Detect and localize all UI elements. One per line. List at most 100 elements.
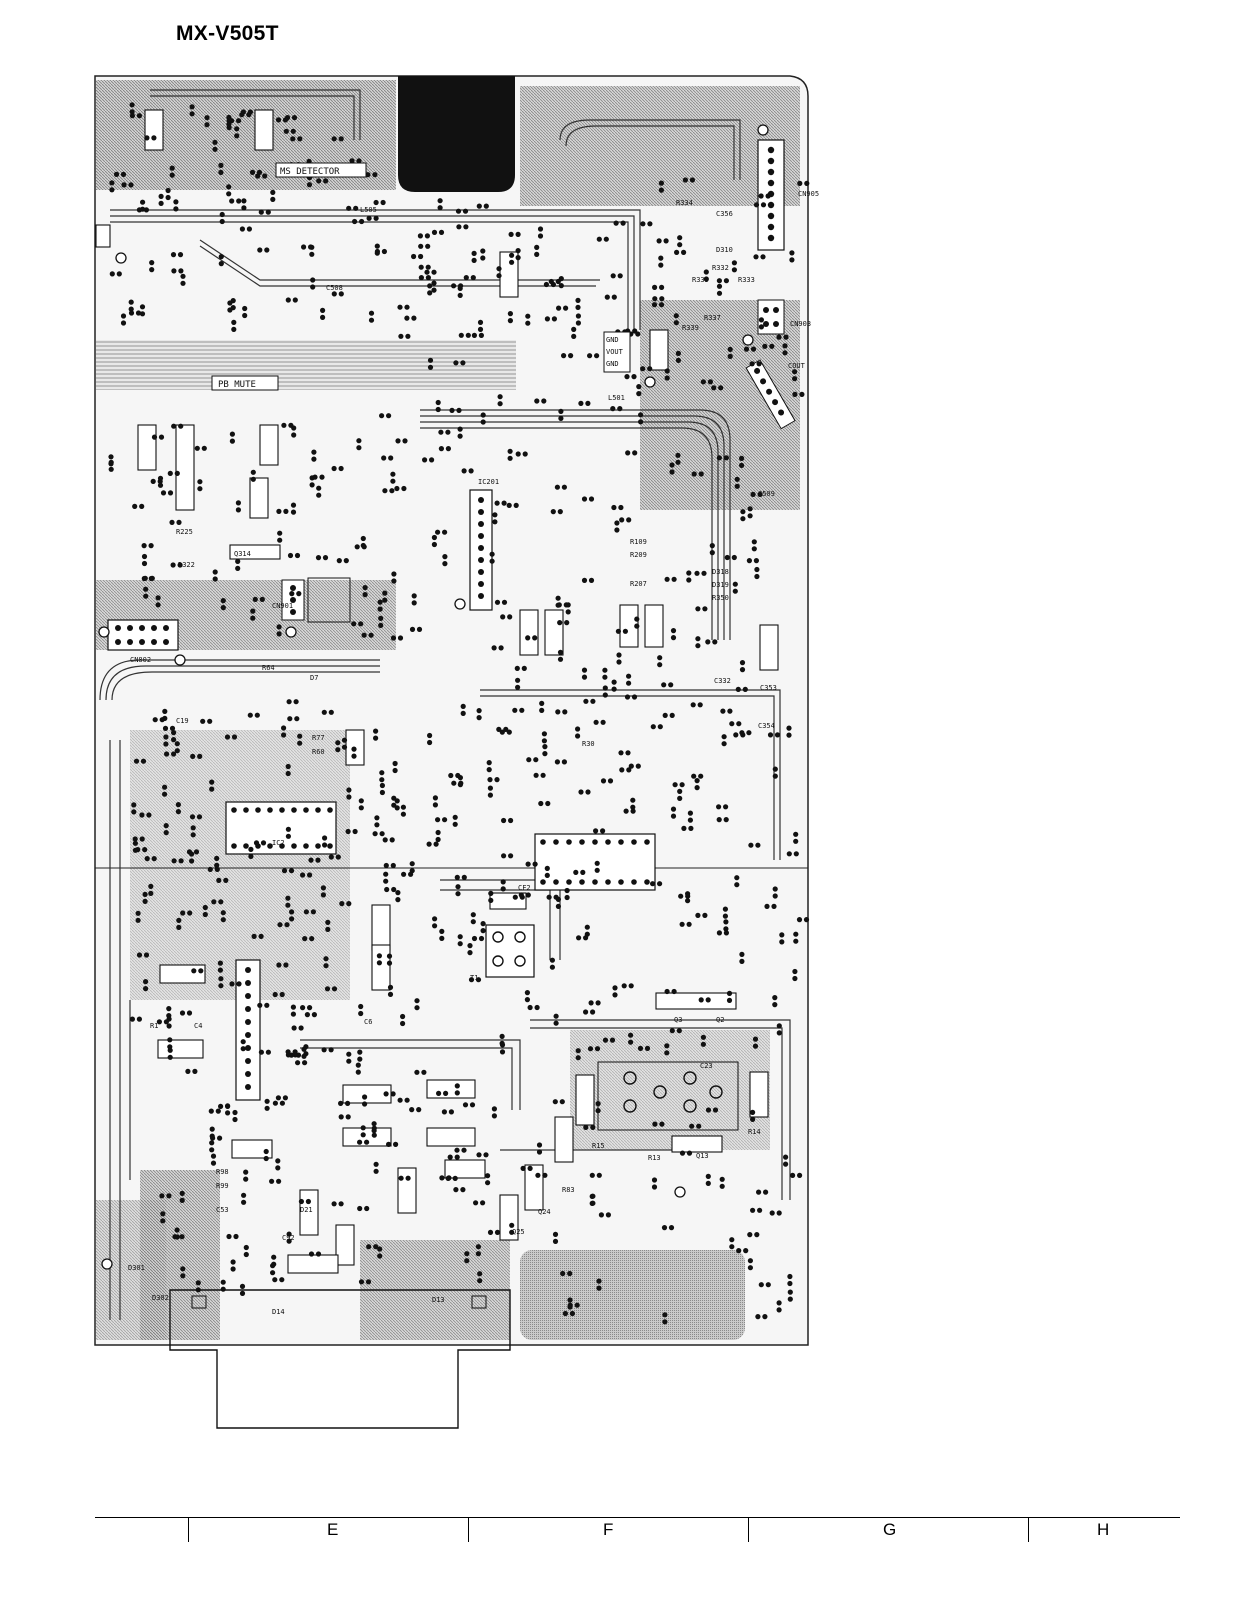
solder-pad-pair xyxy=(269,1178,282,1184)
solder-pad-pair xyxy=(141,553,148,567)
solder-pad-pair xyxy=(786,725,792,738)
solder-pad-pair xyxy=(235,558,241,572)
solder-pad-pair xyxy=(432,916,438,929)
solder-pad-pair xyxy=(670,806,677,819)
solder-pad-pair xyxy=(512,707,525,713)
solder-pad-pair xyxy=(790,1172,803,1178)
solder-pad-pair xyxy=(672,782,685,788)
solder-pad-pair xyxy=(418,264,431,270)
solder-pad-pair xyxy=(189,851,195,864)
grid-letter-h: H xyxy=(1097,1520,1110,1539)
solder-pad-pair xyxy=(698,997,711,1003)
solder-pad-pair xyxy=(217,960,223,973)
solder-pad-pair xyxy=(602,1037,616,1043)
ref-label-d14: D14 xyxy=(272,1308,285,1316)
solder-pad-pair xyxy=(218,976,224,989)
solder-pad-pair xyxy=(422,457,435,463)
solder-pad-pair xyxy=(610,273,623,279)
solder-pad-pair xyxy=(212,139,218,152)
solder-pad-pair xyxy=(621,983,634,989)
solder-pad-pair xyxy=(297,733,303,746)
solder-pad-pair xyxy=(152,717,165,723)
solder-pad-pair xyxy=(557,620,570,626)
solder-pad-pair xyxy=(662,712,675,719)
solder-pad-pair xyxy=(179,1190,185,1203)
solder-pad-pair xyxy=(435,399,441,413)
solder-pad-pair xyxy=(411,253,424,260)
solder-pad-pair xyxy=(241,1192,247,1205)
solder-pad-pair xyxy=(786,851,799,857)
transistor-groups xyxy=(95,109,779,1274)
copper-zone xyxy=(96,1200,166,1340)
solder-pad-pair xyxy=(121,182,134,188)
solder-pad-pair xyxy=(239,112,252,118)
ref-label-cn-out: COUT xyxy=(788,362,806,370)
solder-pad-pair xyxy=(414,1069,427,1075)
solder-pad-pair xyxy=(166,1006,172,1019)
label-box-pb-mute: PB MUTE xyxy=(211,375,279,391)
solder-pad-pair xyxy=(669,462,675,475)
solder-pad-pair xyxy=(499,1042,506,1055)
solder-pad-pair xyxy=(462,1102,476,1108)
ref-label-q13: Q13 xyxy=(696,1152,709,1160)
solder-pad-pair xyxy=(316,485,322,498)
solder-pad-pair xyxy=(762,343,775,349)
solder-pad-pair xyxy=(776,1300,782,1313)
solder-pad-pair xyxy=(418,275,431,281)
solder-pad-pair xyxy=(560,1270,573,1277)
solder-pad-pair xyxy=(782,343,788,356)
solder-pad-pair xyxy=(379,413,392,419)
solder-pad-pair xyxy=(669,1028,682,1034)
solder-pad-pair xyxy=(136,952,150,958)
solder-pad-pair xyxy=(379,770,385,783)
solder-pad-pair xyxy=(312,474,325,480)
solder-pad-pair xyxy=(398,333,411,339)
solder-pad-pair xyxy=(355,1062,361,1075)
solder-pad-pair xyxy=(209,1140,215,1153)
solder-pad-pair xyxy=(682,177,696,183)
solder-pad-pair xyxy=(395,890,401,903)
ref-label-d302: D302 xyxy=(152,1294,169,1302)
solder-pad-pair xyxy=(185,1068,198,1074)
solder-pad-pair xyxy=(432,795,438,808)
solder-pad-pair xyxy=(351,746,357,759)
solder-pad-pair xyxy=(251,933,264,940)
solder-pad-pair xyxy=(136,207,149,213)
solder-pad-pair xyxy=(797,180,810,186)
solder-pad-pair xyxy=(628,1032,634,1045)
solder-pad-pair xyxy=(561,353,574,359)
solder-pad-pair xyxy=(496,726,509,733)
solder-pad-pair xyxy=(525,313,531,326)
solder-pad-pair xyxy=(767,732,781,738)
solder-pad-pair xyxy=(323,956,329,969)
solder-pad-pair xyxy=(758,193,771,199)
solder-pad-pair xyxy=(285,826,291,839)
ref-label-d21: D21 xyxy=(300,1206,313,1214)
solder-pad-pair xyxy=(129,102,135,115)
ref-label-cn901: CN901 xyxy=(272,602,293,610)
solder-pad-pair xyxy=(190,825,196,838)
solder-pad-pair xyxy=(418,243,431,249)
solder-pad-pair xyxy=(553,1013,559,1026)
solder-pad-pair xyxy=(373,728,379,741)
solder-pad-pair xyxy=(618,750,631,756)
solder-pad-pair xyxy=(500,614,513,620)
solder-pad-pair xyxy=(514,665,527,672)
solder-pad-pair xyxy=(567,1302,580,1308)
solder-pad-pair xyxy=(626,673,632,686)
solder-pad-pair xyxy=(486,760,492,773)
solder-pad-pair xyxy=(480,921,486,934)
trace-bundle xyxy=(99,89,791,1320)
solder-pad-pair xyxy=(276,508,289,514)
solder-pad-pair xyxy=(640,366,653,372)
solder-pad-pair xyxy=(270,1263,276,1276)
solder-pad-pair xyxy=(583,1009,596,1015)
solder-pad-pair xyxy=(674,249,687,255)
solder-pad-pair xyxy=(716,930,730,936)
solder-pad-pair xyxy=(573,869,586,876)
solder-pad-pair xyxy=(231,319,237,332)
solder-pad-pair xyxy=(723,919,729,932)
solder-pad-pair xyxy=(575,726,581,739)
solder-pad-pair xyxy=(575,297,581,310)
solder-pad-pair xyxy=(139,812,152,818)
